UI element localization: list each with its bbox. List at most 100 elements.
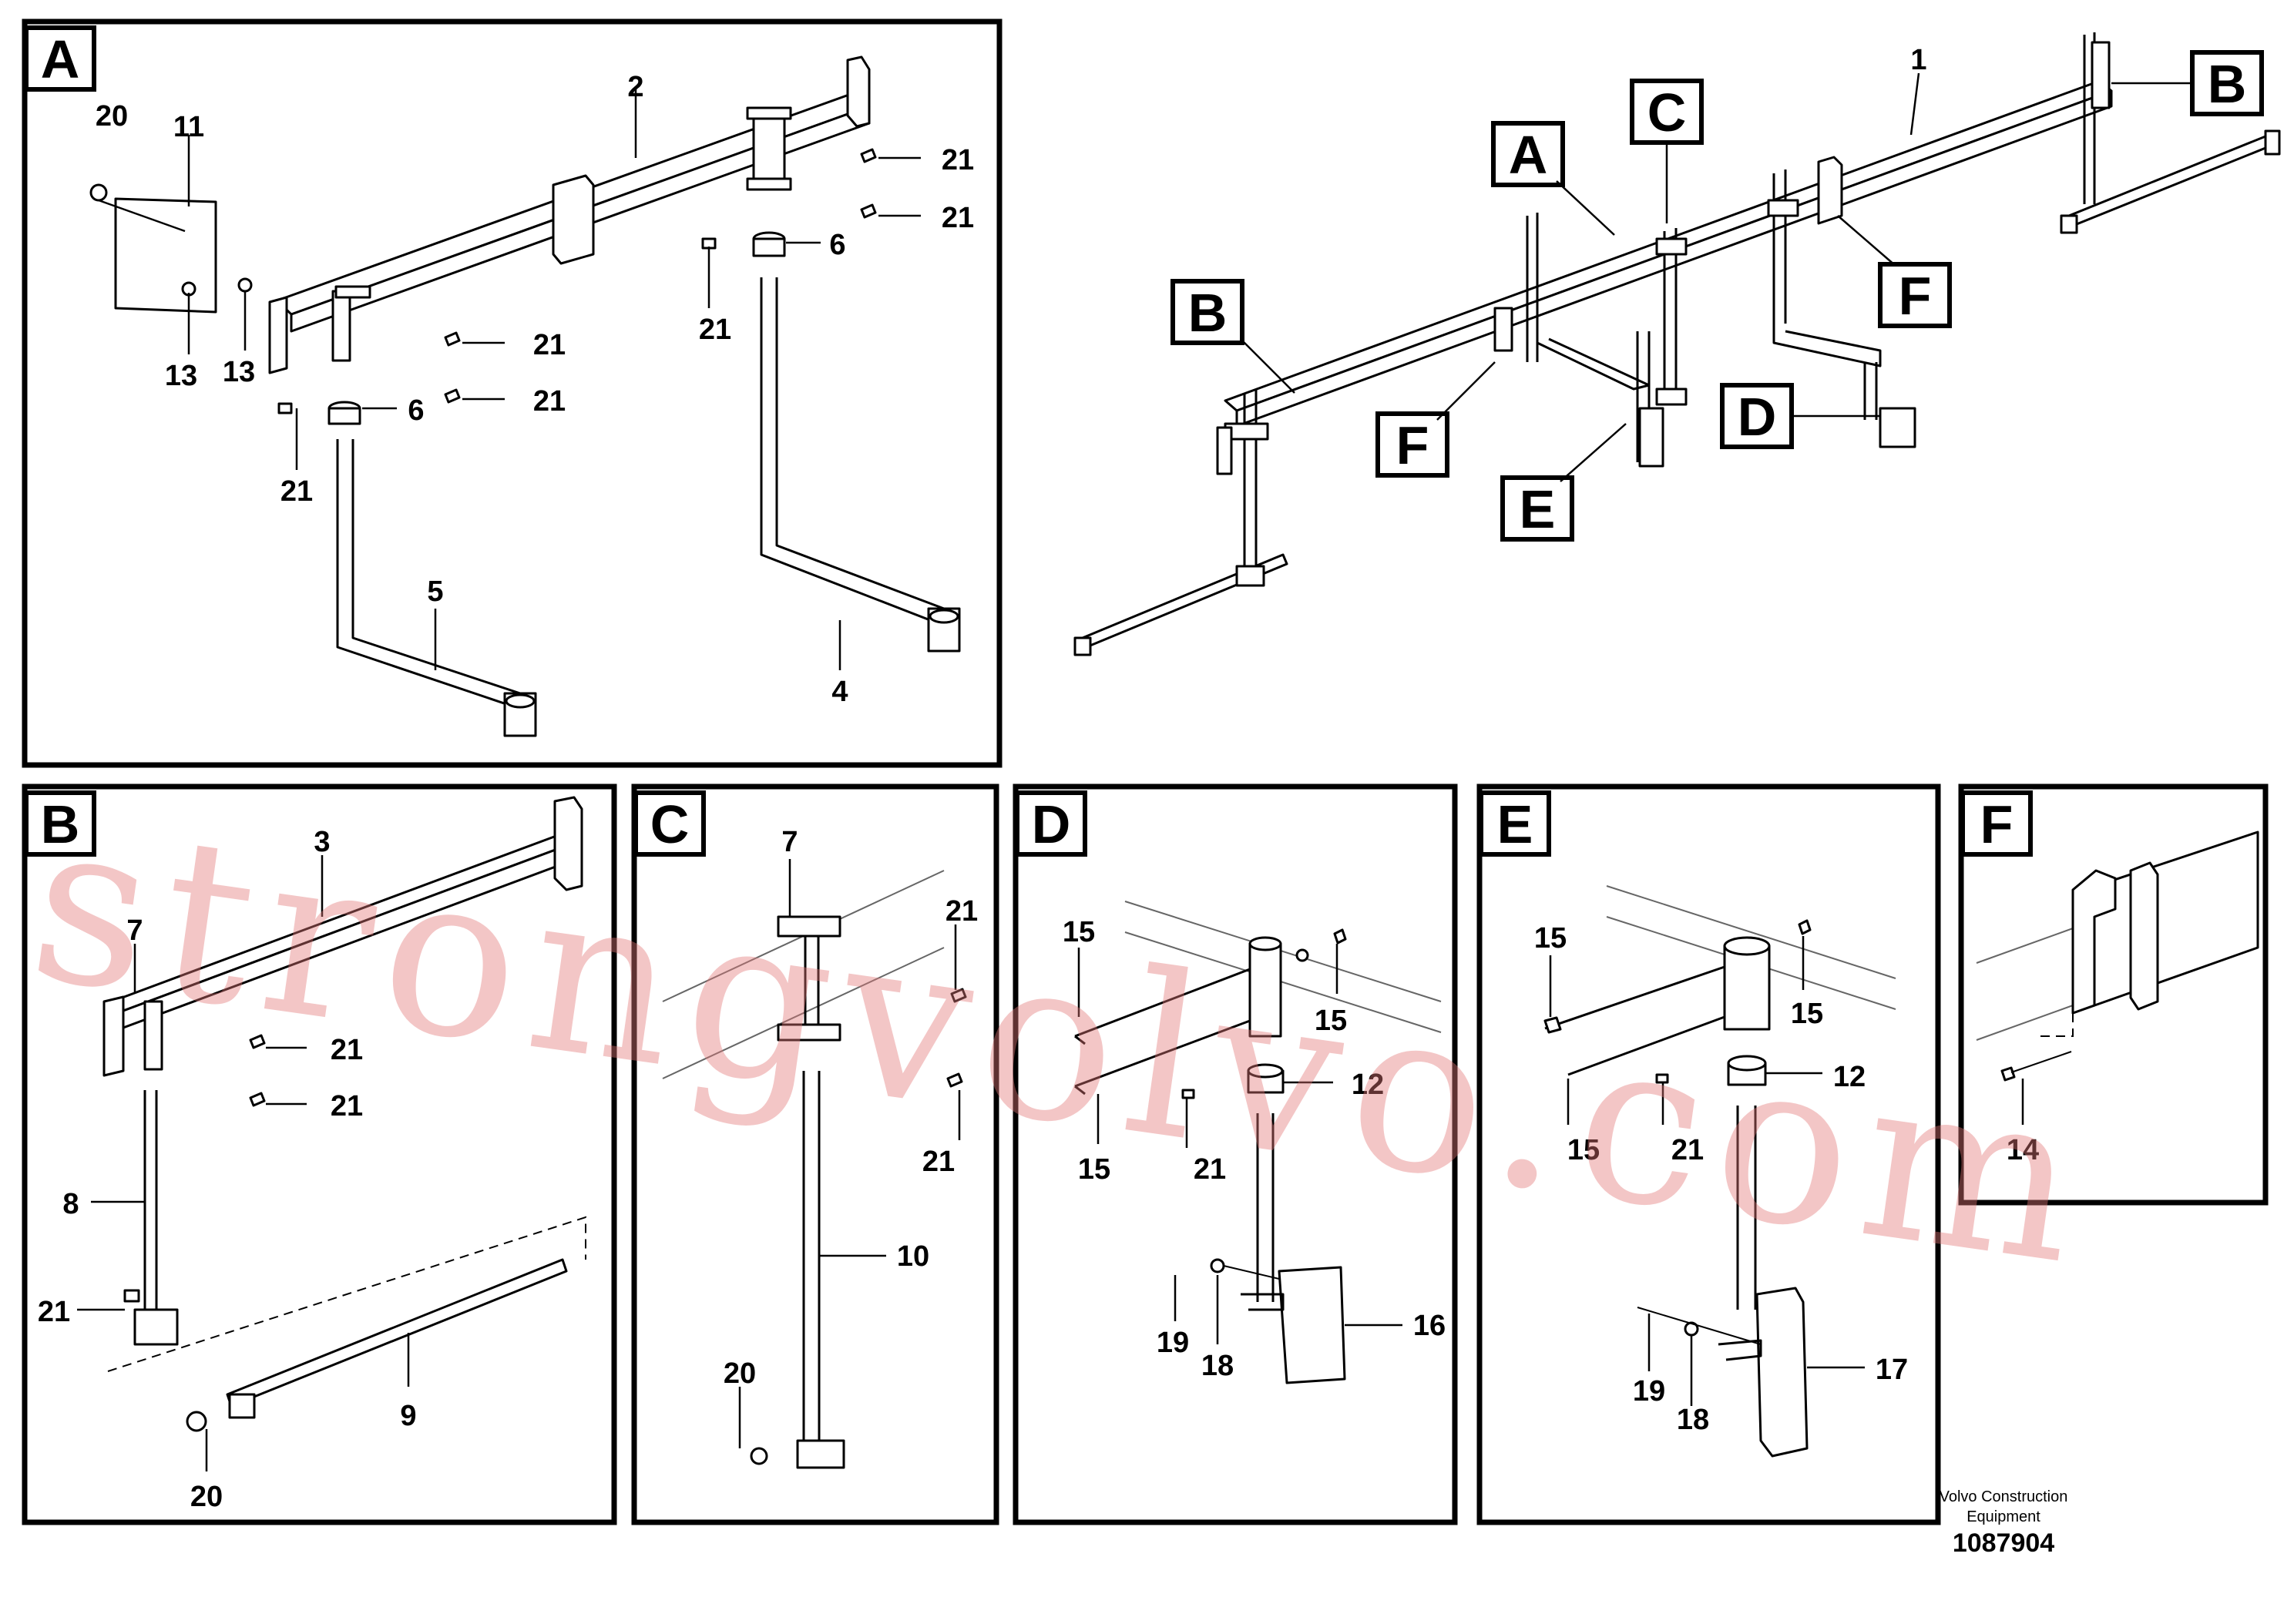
label-d-18: 18 [1201,1350,1234,1382]
callout-b-right-box [2190,50,2264,116]
label-a-6-left: 6 [408,394,424,427]
panel-d-frame [1013,783,1458,1525]
label-a-21-mid1: 21 [533,329,566,361]
drawing-number: 1087904 [1952,1528,2055,1558]
plate-part-11 [114,197,217,314]
label-d-15-b: 15 [1315,1005,1347,1037]
bar-part-9 [226,1258,568,1408]
callout-b-left: B [1188,283,1228,343]
panel-d: D 15 15 15 15 12 21 16 19 [1013,783,1458,1525]
callout-b-left-box [1171,279,1244,345]
panel-c-frame [631,783,999,1525]
label-d-16: 16 [1413,1310,1446,1342]
panel-f-badge [1960,790,2033,857]
label-b-8: 8 [62,1188,79,1220]
beam-part-3 [110,832,576,1012]
label-a-13-left: 13 [165,360,197,392]
label-d-12: 12 [1352,1069,1384,1101]
callout-e-box [1500,475,1574,542]
label-e-17: 17 [1876,1354,1908,1386]
panel-f-letter: F [1980,794,2014,854]
panel-b: B 3 7 21 21 8 21 9 [22,783,617,1525]
panel-b-labels: 3 7 21 21 8 21 9 20 [38,826,417,1513]
label-f-14: 14 [2007,1134,2039,1166]
callout-a: A [1509,125,1548,185]
label-d-15-a: 15 [1063,916,1095,948]
panel-d-labels: 15 15 15 15 12 21 16 19 18 [1063,916,1446,1382]
label-c-10: 10 [897,1240,929,1273]
label-a-4: 4 [831,676,848,708]
label-b-3: 3 [314,826,330,858]
panel-e: E 15 15 15 12 21 19 18 17 [1476,783,1941,1525]
label-e-15-b: 15 [1791,998,1823,1030]
label-b-20: 20 [190,1481,223,1513]
overview-bracket-f2 [1817,156,1843,225]
label-d-19: 19 [1157,1327,1189,1359]
callout-f-right: F [1899,266,1932,326]
panel-e-frame [1476,783,1941,1525]
callout-f-left: F [1396,415,1429,475]
label-e-12: 12 [1833,1061,1866,1093]
label-a-21-second: 21 [942,202,974,234]
label-a-6-right: 6 [829,229,845,261]
label-overview-1: 1 [1910,44,1926,76]
label-c-20: 20 [724,1357,756,1390]
pole-part-8 [143,1090,158,1310]
callout-f-right-box [1878,262,1952,328]
label-a-13-right: 13 [223,356,255,388]
overview-callouts: A C B B F F E D 1 [1171,44,2264,542]
panel-d-letter: D [1032,794,1071,854]
panel-a-frame [22,18,1003,768]
label-c-7: 7 [781,826,798,858]
panel-a-labels: 20 11 2 21 21 6 21 13 13 21 21 6 21 5 4 [96,71,974,708]
panel-b-badge [24,790,96,857]
label-a-21-top: 21 [942,144,974,176]
label-a-11: 11 [173,111,204,143]
overview-pole-c [1655,228,1688,406]
overview-right-pole [2060,32,2281,234]
label-d-21: 21 [1194,1153,1226,1186]
panel-f-frame [1958,783,2269,1206]
panel-b-frame [22,783,617,1525]
panel-f: F 14 [1958,783,2269,1206]
panel-c-letter: C [650,794,690,854]
label-a-5: 5 [427,575,443,608]
label-a-21-left: 21 [280,475,313,508]
label-b-21-top: 21 [331,1034,363,1066]
footer: Volvo Construction Equipment 1087904 [1842,1487,2165,1559]
footer-brand-line1: Volvo Construction [1939,1488,2068,1505]
label-a-21-right: 21 [699,314,731,346]
label-b-7: 7 [126,914,143,947]
panel-a: A [22,18,1003,768]
label-d-15-c: 15 [1078,1153,1110,1186]
panel-c-badge [633,790,706,857]
label-b-21-low: 21 [38,1296,70,1328]
callout-a-box [1491,121,1565,187]
label-a-21-mid2: 21 [533,385,566,418]
label-e-18: 18 [1677,1404,1709,1436]
callout-b-right: B [2208,54,2247,114]
panel-a-letter: A [41,29,80,89]
label-a-2: 2 [627,71,643,103]
label-e-15-c: 15 [1567,1134,1600,1166]
overview-assembly: A C B B F F E D 1 [1073,32,2281,656]
panel-a-leaders [98,86,921,670]
bracket-part-17 [1755,1287,1809,1458]
pole-part-5 [327,401,537,737]
panel-c: C 7 21 21 10 20 [631,783,999,1525]
label-c-21-bottom: 21 [922,1146,955,1178]
overview-pole-d [1767,169,1916,448]
pole-part-10 [802,1071,821,1441]
panel-d-badge [1015,790,1087,857]
beam-part-2 [268,55,871,374]
callout-c: C [1647,82,1687,143]
panel-e-labels: 15 15 15 12 21 19 18 17 [1534,922,1908,1436]
label-e-21: 21 [1671,1134,1704,1166]
panel-b-letter: B [41,794,80,854]
footer-brand-line2: Equipment [1967,1508,2040,1525]
panel-e-badge [1479,790,1551,857]
label-c-21-top: 21 [945,895,978,928]
callout-d: D [1738,387,1777,447]
